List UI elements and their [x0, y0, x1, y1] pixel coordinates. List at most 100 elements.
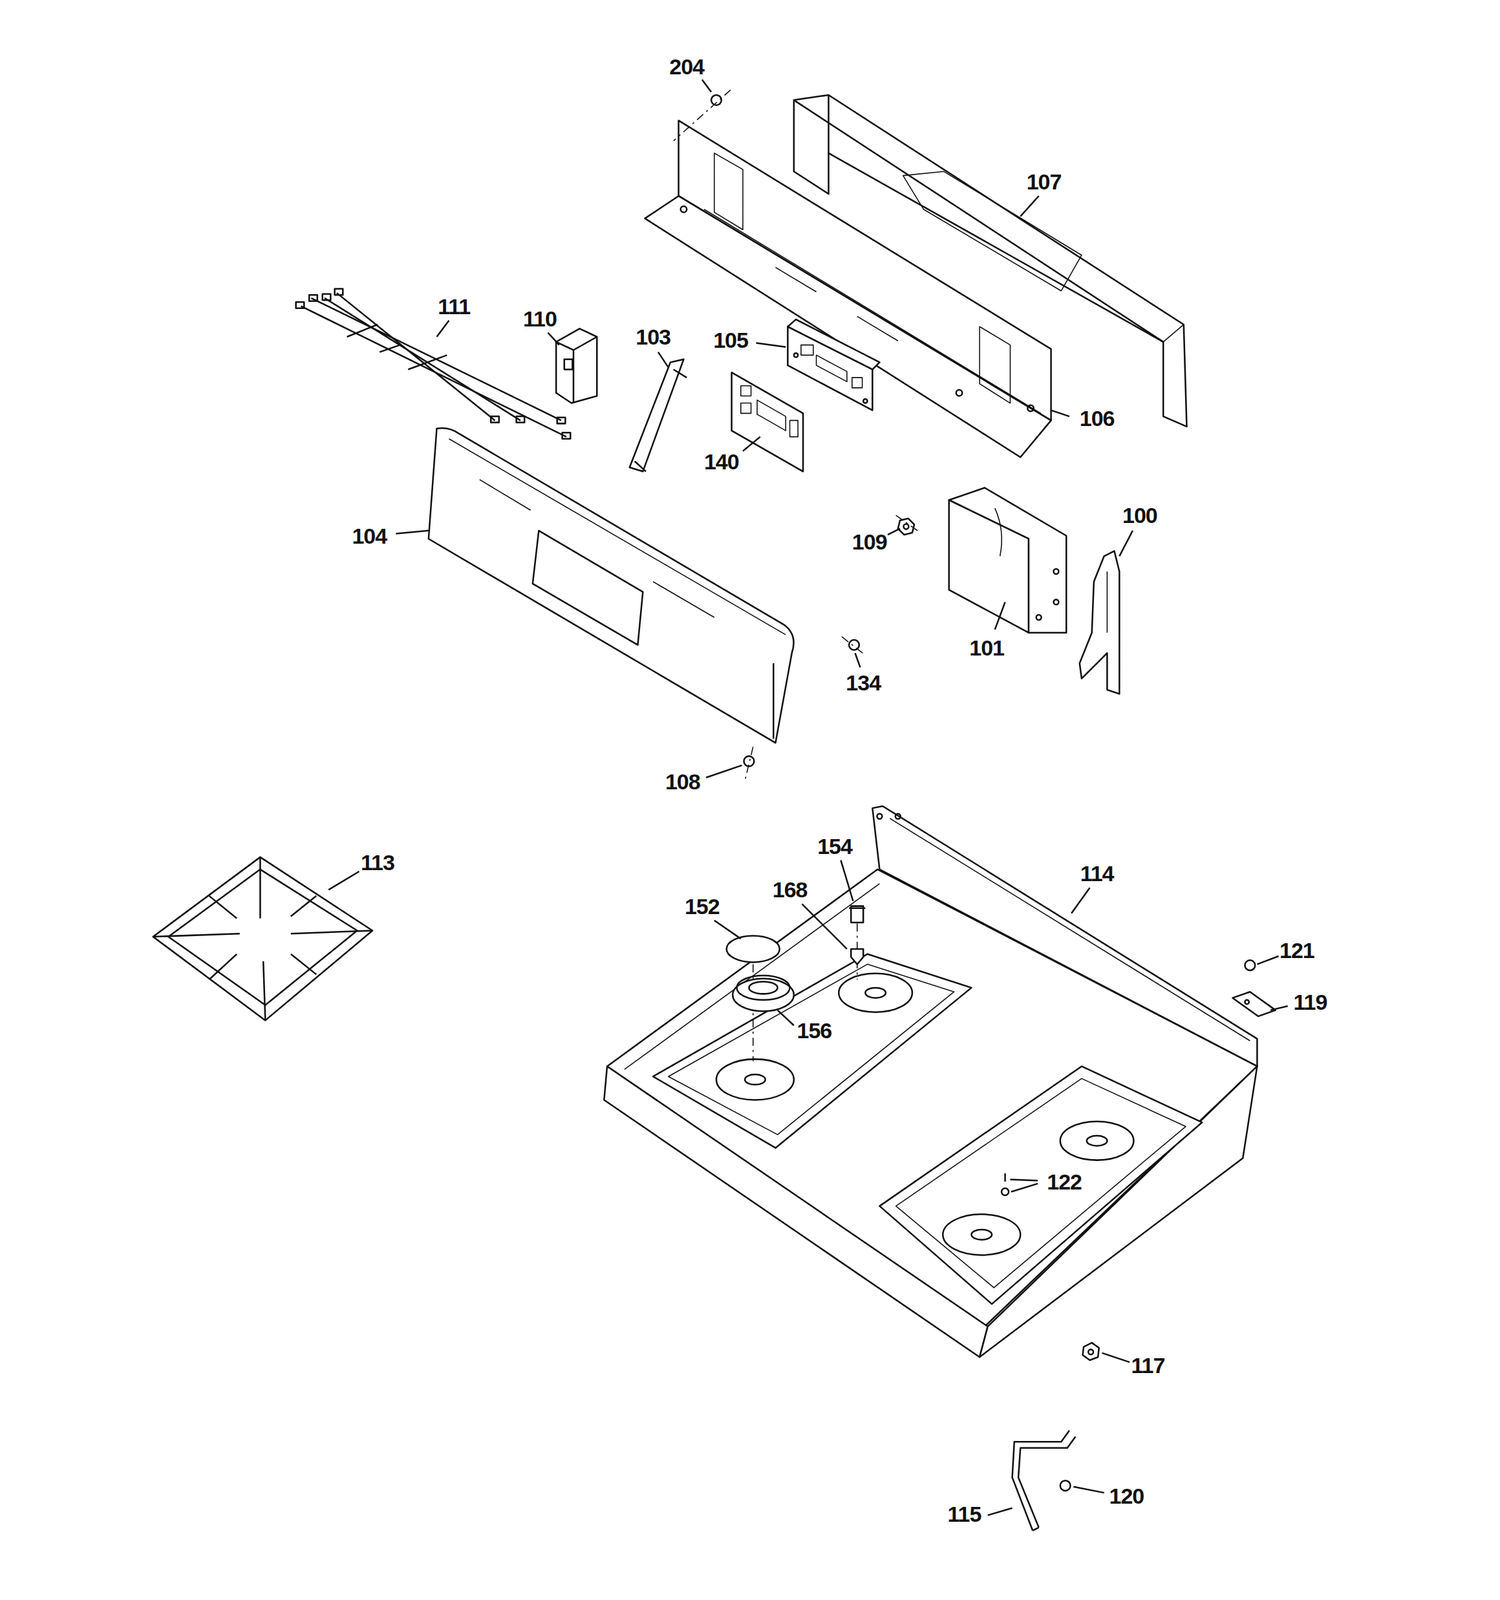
- nut: [896, 515, 921, 535]
- control-overlay: [757, 400, 786, 431]
- burner-grate: [209, 954, 238, 980]
- burner-grate: [290, 931, 373, 935]
- leader-line: [755, 342, 786, 347]
- burner-grate: [290, 896, 317, 917]
- leader-line: [714, 920, 741, 939]
- burner-grate: [209, 896, 238, 919]
- cooktop: [865, 987, 886, 999]
- callout-number: 108: [665, 770, 701, 793]
- hold-down-bracket: [1232, 991, 1276, 1017]
- screw: [1001, 1188, 1009, 1196]
- leader-line: [395, 530, 429, 535]
- nut: [1082, 1342, 1100, 1361]
- bracket: [673, 369, 688, 378]
- leader-line: [801, 903, 847, 949]
- callout-number: 140: [704, 450, 740, 473]
- callout-number: 101: [969, 636, 1005, 659]
- control-overlay: [790, 420, 799, 437]
- backguard-panel: [775, 267, 816, 293]
- relay-box: [572, 350, 575, 404]
- end-cap: [1106, 571, 1109, 633]
- cooktop: [653, 954, 972, 1149]
- screw: [744, 746, 755, 781]
- wire-harness: [334, 289, 344, 295]
- callout-number: 104: [351, 525, 387, 547]
- support-rod: [1060, 1480, 1071, 1491]
- callout-number: 115: [947, 1503, 981, 1526]
- wire-harness: [310, 298, 562, 421]
- callout-number: 111: [437, 295, 471, 318]
- control-panel: [772, 663, 775, 740]
- control-overlay: [731, 372, 804, 472]
- wire-harness: [516, 416, 525, 423]
- clock-module: [852, 377, 863, 388]
- support-rod: [1032, 1527, 1039, 1532]
- burner-parts: [726, 935, 780, 963]
- leader-line: [887, 528, 900, 535]
- control-panel: [428, 428, 794, 743]
- cooktop: [668, 964, 955, 1136]
- burner-grate: [153, 857, 373, 1021]
- backguard-panel: [680, 206, 687, 213]
- cooktop: [603, 806, 1257, 1358]
- clock-module: [787, 319, 880, 410]
- callout-number: 168: [772, 878, 808, 901]
- leader-line: [777, 1010, 794, 1027]
- burner-parts: [726, 906, 866, 1062]
- side-bracket: [949, 488, 1067, 633]
- wire-harness: [336, 292, 496, 421]
- callout-number: 152: [684, 895, 720, 918]
- burner-grate: [290, 954, 317, 975]
- callout-number: 120: [1109, 1485, 1145, 1508]
- clock-module: [816, 354, 847, 382]
- side-bracket: [949, 488, 1067, 633]
- burner-grate: [263, 961, 266, 1021]
- cooktop: [896, 1078, 1186, 1288]
- clock-module: [863, 398, 868, 403]
- burner-parts: [850, 949, 864, 965]
- screw: [673, 89, 731, 141]
- cooktop: [607, 869, 1257, 1327]
- cooktop: [895, 814, 901, 820]
- control-overlay: [740, 385, 752, 397]
- screw: [711, 95, 722, 106]
- backguard-panel: [644, 120, 1051, 458]
- relay-box: [564, 359, 573, 370]
- screw: [841, 636, 866, 655]
- end-cap: [1079, 550, 1120, 694]
- callout-number: 156: [797, 1019, 833, 1042]
- callout-number: 119: [1293, 991, 1327, 1014]
- leader-line: [1051, 410, 1070, 417]
- leader-line: [328, 871, 359, 890]
- wire-harness: [309, 294, 318, 301]
- side-bracket: [1036, 614, 1042, 621]
- burner-parts: [748, 981, 778, 994]
- leader-line: [328, 79, 1288, 1516]
- wire-harness: [324, 298, 521, 421]
- wire-harness: [296, 301, 305, 308]
- wire-harness: [379, 345, 401, 353]
- burner-parts: [736, 975, 790, 1001]
- leader-line: [1270, 1006, 1288, 1010]
- burner-grate: [153, 857, 373, 1021]
- clock-module: [793, 353, 798, 357]
- wire-harness: [347, 324, 378, 337]
- leader-line: [436, 320, 449, 337]
- callout-number: 204: [669, 55, 705, 78]
- side-bracket: [1053, 568, 1060, 575]
- callout-number: 110: [523, 307, 557, 330]
- leader-line: [548, 332, 560, 346]
- control-panel: [448, 439, 786, 635]
- screw: [1001, 1173, 1009, 1196]
- cooktop: [838, 973, 913, 1013]
- callout-number: 113: [360, 851, 395, 874]
- relay-box: [556, 328, 597, 403]
- relay-box: [556, 328, 597, 403]
- wire-harness: [562, 432, 571, 439]
- screw: [841, 636, 866, 655]
- control-panel: [653, 581, 715, 618]
- leader-line: [987, 1508, 1013, 1516]
- control-panel: [479, 479, 531, 511]
- wire-harness: [490, 416, 500, 423]
